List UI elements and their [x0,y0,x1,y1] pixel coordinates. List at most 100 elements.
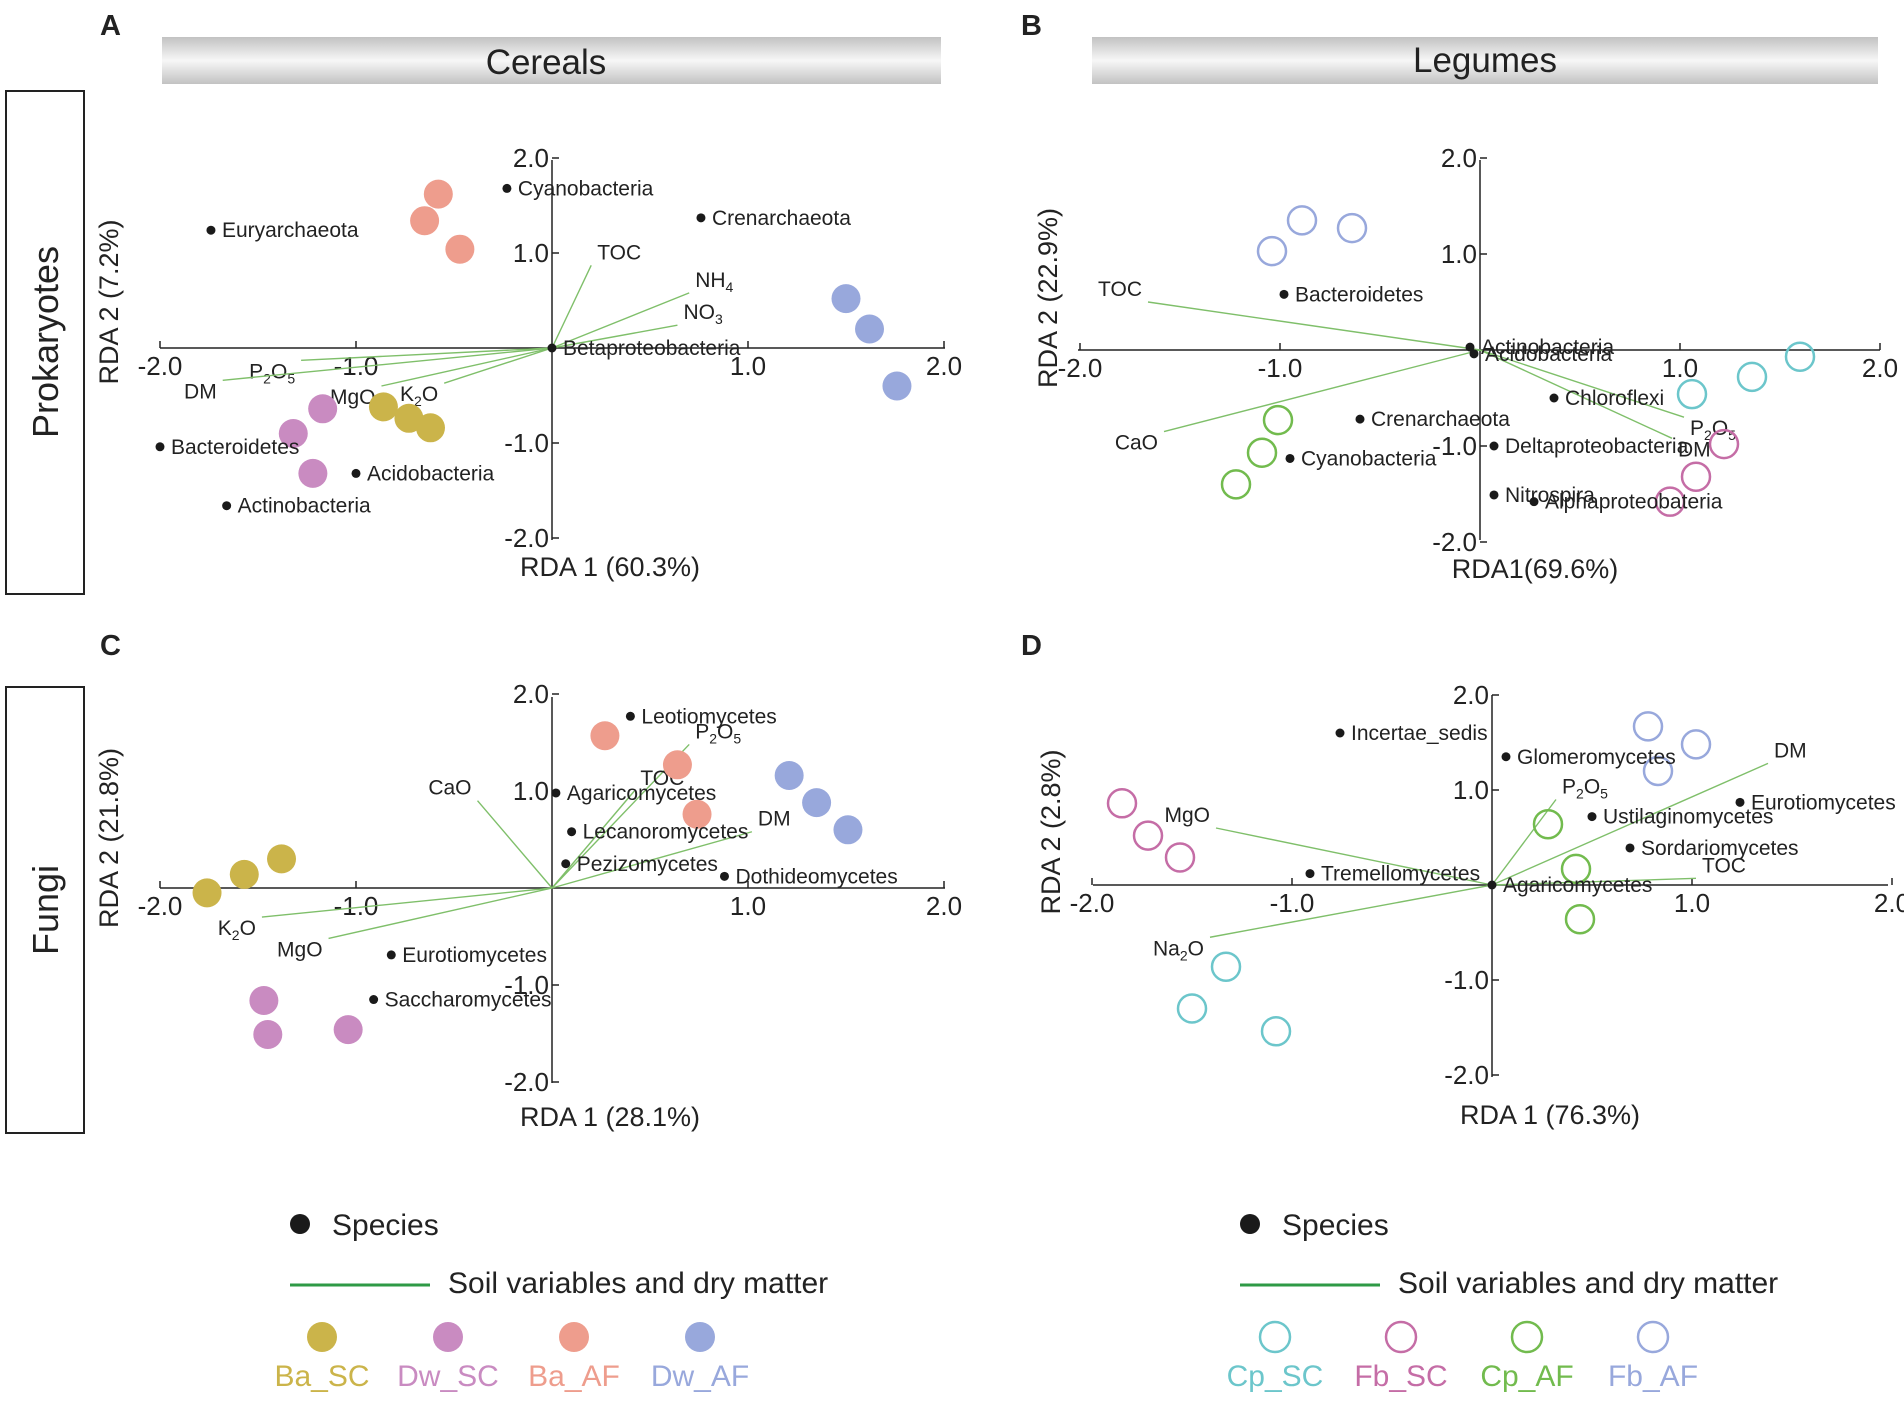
y-axis-label: RDA 2 (22.9%) [1033,208,1063,388]
variable-label-toc: TOC [1098,278,1142,301]
species-label-actinobacteria: Actinobacteria [238,495,371,518]
species-label-euryarchaeota: Euryarchaeota [222,219,359,242]
variable-label-toc: TOC [1702,854,1746,877]
vector-cao [1163,349,1481,433]
species-label-incertae-sedis: Incertae_sedis [1351,722,1488,745]
header-legumes: Legumes [1413,41,1557,80]
y-tick-label: -1.0 [1432,431,1477,461]
sample-dw-af-1 [831,284,861,314]
sample-fb-sc-1 [1708,428,1740,460]
species-dot-saccharomycetes [369,995,379,1005]
vector-p2o5 [1479,349,1685,418]
y-axis-label: RDA 2 (7.2%) [94,219,124,384]
panel-letter: D [1021,630,1042,662]
sample-cp-sc-2 [1176,993,1208,1024]
sample-ba-af-3 [445,234,475,264]
species-dot-cyanobacteria [1285,453,1295,463]
variable-label-na2o: Na2O [1153,937,1204,963]
sample-fb-af-2 [1336,212,1368,244]
legend-label-ba-sc: Ba_SC [274,1360,369,1393]
species-dot-dothideomycetes [719,871,729,881]
sample-cp-af-1 [1532,808,1564,840]
vector-dm [551,831,753,889]
sample-dw-sc-1 [249,986,279,1016]
variable-label-p2o5: P2O5 [1690,417,1736,443]
species-label-acidobacteria: Acidobacteria [1485,343,1613,366]
species-label-sordariomycetes: Sordariomycetes [1641,837,1799,860]
sample-dw-af-1 [774,760,804,790]
species-dot-incertae-sedis [1335,728,1345,738]
sample-ba-sc-2 [229,859,259,889]
variable-label-mgo: MgO [1164,804,1210,827]
species-dot-chloroflexi [1549,393,1559,403]
species-dot-acidobacteria [351,468,361,478]
x-tick-label: -1.0 [1270,888,1315,918]
sample-dw-sc-3 [298,458,328,488]
sample-dw-sc-2 [278,419,308,448]
species-dot-bacteroidetes [1279,289,1289,299]
sample-ba-sc-1 [267,844,297,874]
sample-fb-af-1 [1286,205,1318,236]
vector-nh4 [551,292,690,349]
header-bar-legumes [1092,37,1878,84]
y-tick-label: -2.0 [1432,527,1477,557]
sample-fb-af-2 [1680,729,1712,760]
species-points: LeotiomycetesAgaricomycetesLecanoromycet… [369,705,898,1012]
species-label-crenarchaeota: Crenarchaeota [1371,408,1510,431]
x-tick-label: 1.0 [730,891,766,921]
sample-points [278,179,912,488]
x-tick-label: 1.0 [1674,888,1710,918]
sample-cp-af-3 [1564,903,1596,935]
species-dot-euryarchaeota [206,225,216,235]
species-dot-bacteroidetes [155,442,165,452]
species-dot-betaproteobacteria [547,343,557,353]
y-tick-label: 1.0 [513,238,549,268]
species-label-leotiomycetes: Leotiomycetes [641,705,776,728]
row-label-prokaryotes: Prokaryotes [25,246,66,438]
species-label-bacteroidetes: Bacteroidetes [171,436,299,459]
species-dot-crenarchaeota [696,213,706,223]
species-points: Incertae_sedisGlomeromycetesUstilaginomy… [1305,722,1896,897]
species-label-ustilaginomycetes: Ustilaginomycetes [1603,806,1773,829]
x-axis-label: RDA 1 (60.3%) [520,552,700,582]
variable-label-no3: NO3 [683,301,723,327]
sample-dw-af-2 [802,788,832,818]
x-tick-label: -2.0 [138,351,183,381]
y-tick-label: 2.0 [1453,680,1489,710]
x-axis-label: RDA1(69.6%) [1452,554,1619,584]
y-tick-label: 1.0 [513,776,549,806]
species-label-lecanoromycetes: Lecanoromycetes [583,821,749,844]
y-tick-label: -1.0 [1444,965,1489,995]
species-dot-actinobacteria [1465,342,1475,352]
species-dot-glomeromycetes [1501,752,1511,762]
sample-dw-af-2 [855,314,885,344]
species-dot-tremellomycetes [1305,869,1315,879]
sample-fb-sc-1 [1106,788,1138,819]
x-tick-label: 2.0 [926,891,962,921]
species-label-actinobacteria: Actinobacteria [1481,336,1614,359]
panel-letter: A [100,10,121,42]
species-dot-acidobacteria [1469,349,1479,359]
x-tick-label: 2.0 [1874,888,1904,918]
species-label-chloroflexi: Chloroflexi [1565,387,1664,410]
legend-marker-ba-sc [307,1322,337,1352]
row-box-fungi [5,686,85,1134]
x-tick-label: 2.0 [1862,353,1898,383]
legend-marker-fb-af [1636,1320,1670,1354]
x-axis-label: RDA 1 (28.1%) [520,1102,700,1132]
legend-species-label: Species [332,1209,439,1242]
x-tick-label: -2.0 [1058,353,1103,383]
species-points: BacteroidetesActinobacteriaAcidobacteria… [1279,283,1723,514]
species-label-saccharomycetes: Saccharomycetes [385,989,552,1012]
sample-ba-sc-3 [192,878,222,908]
variable-label-k2o: K2O [400,383,438,409]
row-label-fungi: Fungi [25,865,66,955]
species-label-acidobacteria: Acidobacteria [367,462,495,485]
y-axis-label: RDA 2 (21.8%) [94,748,124,928]
legend-marker-ba-af [559,1322,589,1352]
